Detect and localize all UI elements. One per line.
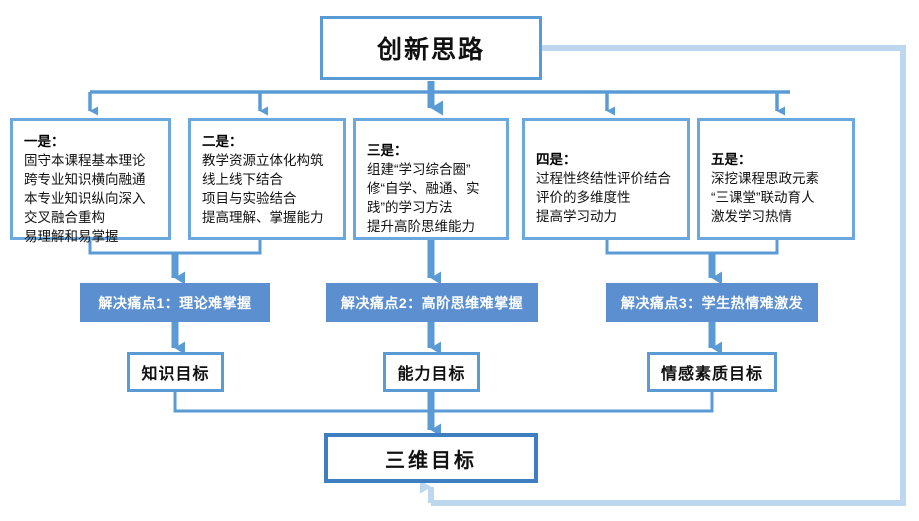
idea-line: 激发学习热情 [711,209,792,224]
goal-knowledge-label: 知识目标 [141,366,210,383]
idea-line: 深挖课程思政元素 [711,171,819,186]
idea-line: 跨专业知识横向融通 [24,172,146,187]
idea-box-1-lines: 固守本课程基本理论 跨专业知识横向融通 本专业知识纵向深入 交叉融合重构 易理解… [24,151,159,246]
goal-ability-label: 能力目标 [397,366,466,383]
idea-line: 固守本课程基本理论 [24,153,146,168]
idea-box-3-head: 三是： [367,143,408,158]
goal-box-emotion: 情感素质目标 [647,352,777,392]
idea-box-1: 一是： 固守本课程基本理论 跨专业知识横向融通 本专业知识纵向深入 交叉融合重构… [10,118,171,244]
pain-point-bar-1: 解决痛点1：理论难掌握 [80,283,270,322]
idea-line: 评价的多维度性 [536,190,631,205]
idea-box-2-lines: 教学资源立体化构筑 线上线下结合 项目与实验结合 提高理解、掌握能力 [202,151,334,227]
goal-emotion-label: 情感素质目标 [660,366,763,383]
idea-line: 过程性终结性评价结合 [536,171,671,186]
idea-line: 项目与实验结合 [202,191,297,206]
final-goal-box: 三维目标 [324,433,538,483]
pain-point-bar-2: 解决痛点2：高阶思维难掌握 [326,283,538,322]
title-label: 创新思路 [376,36,485,64]
idea-line: 提高学习动力 [536,209,617,224]
pain-point-2-label: 解决痛点2：高阶思维难掌握 [340,294,524,311]
ideas-45-to-pain3-wire [605,240,779,285]
idea-line: 易理解和易掌握 [24,229,119,244]
idea-box-4: 四是： 过程性终结性评价结合 评价的多维度性 提高学习动力 [522,118,690,240]
goal-box-ability: 能力目标 [383,352,480,392]
idea-box-2: 二是： 教学资源立体化构筑 线上线下结合 项目与实验结合 提高理解、掌握能力 [188,118,346,240]
idea-box-3: 三是： 组建“学习综合圈” 修“自学、融通、实 践”的学习方法 提升高阶思维能力 [353,118,509,240]
idea-box-2-head: 二是： [202,134,243,149]
idea-line: 线上线下结合 [202,172,283,187]
idea-line: 组建“学习综合圈” [367,162,471,177]
pain-point-bar-3: 解决痛点3：学生热情难激发 [606,283,818,322]
idea-line: 教学资源立体化构筑 [202,153,324,168]
goals-to-final-wire [173,392,714,437]
idea-box-3-lines: 组建“学习综合圈” 修“自学、融通、实 践”的学习方法 提升高阶思维能力 [367,160,497,236]
idea-line: 提高理解、掌握能力 [202,210,324,225]
idea-line: 提升高阶思维能力 [367,219,475,234]
idea-box-5-head: 五是： [711,152,752,167]
idea-box-5-lines: 深挖课程思政元素 “三课堂”联动育人 激发学习热情 [711,169,843,226]
pain-point-3-label: 解决痛点3：学生热情难激发 [620,294,804,311]
pain-to-goal-wires [171,322,722,355]
idea-line: 交叉融合重构 [24,210,105,225]
idea-box-4-lines: 过程性终结性评价结合 评价的多维度性 提高学习动力 [536,169,678,226]
goal-box-knowledge: 知识目标 [127,352,224,392]
title-box: 创新思路 [320,16,542,80]
pain-point-1-label: 解决痛点1：理论难掌握 [98,294,252,311]
idea-box-1-head: 一是： [24,134,65,149]
idea-line: 践”的学习方法 [367,200,453,215]
idea-line: 修“自学、融通、实 [367,181,480,196]
idea-box-5: 五是： 深挖课程思政元素 “三课堂”联动育人 激发学习热情 [697,118,855,240]
final-goal-label: 三维目标 [385,449,477,472]
idea-line: “三课堂”联动育人 [711,190,815,205]
title-to-ideas-wire [88,81,790,116]
idea-line: 本专业知识纵向深入 [24,191,146,206]
idea-box-4-head: 四是： [536,152,577,167]
